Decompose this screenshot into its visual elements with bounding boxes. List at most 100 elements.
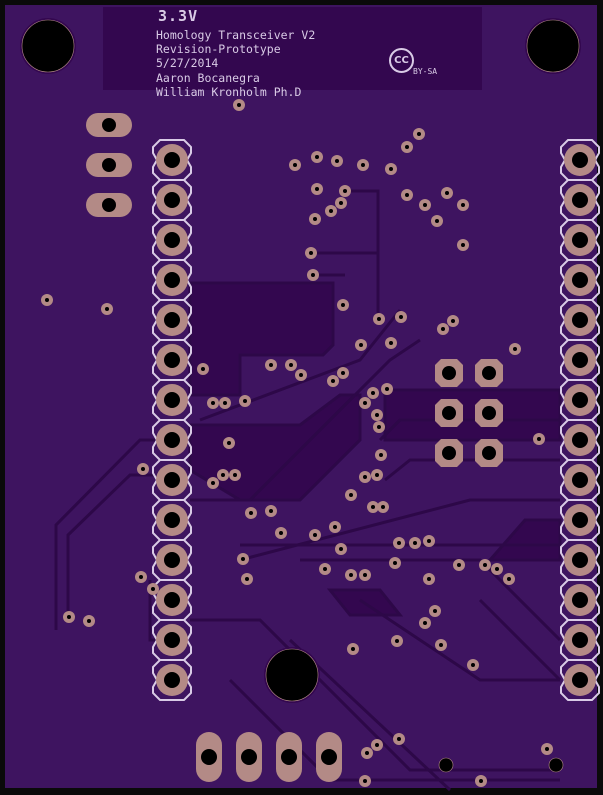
via: [371, 469, 383, 481]
via: [401, 189, 413, 201]
via: [377, 501, 389, 513]
via: [137, 463, 149, 475]
via: [359, 471, 371, 483]
via: [367, 387, 379, 399]
mounting-hole: [265, 648, 319, 702]
via: [367, 501, 379, 513]
via: [217, 469, 229, 481]
creative-commons-icon: CC: [389, 48, 414, 73]
via: [419, 617, 431, 629]
header-pin: [152, 339, 192, 381]
mounting-hole: [21, 19, 75, 73]
via: [393, 537, 405, 549]
header-pin: [560, 219, 600, 261]
drill-hole: [438, 757, 454, 773]
label-block-area: [103, 7, 482, 90]
via: [347, 643, 359, 655]
via: [395, 311, 407, 323]
via: [429, 605, 441, 617]
via: [475, 775, 487, 787]
via: [359, 397, 371, 409]
header-pin: [152, 499, 192, 541]
header-pin: [560, 299, 600, 341]
via: [359, 569, 371, 581]
via: [479, 559, 491, 571]
via: [237, 553, 249, 565]
vias: [41, 99, 553, 787]
header-pin: [560, 179, 600, 221]
via: [431, 215, 443, 227]
author-2: William Kronholm Ph.D: [156, 85, 302, 99]
via: [265, 359, 277, 371]
via: [437, 323, 449, 335]
via: [295, 369, 307, 381]
via: [327, 375, 339, 387]
via: [361, 747, 373, 759]
via: [265, 505, 277, 517]
oval-pad: [86, 153, 132, 177]
octagon-pad: [435, 399, 463, 427]
via: [423, 535, 435, 547]
via: [83, 615, 95, 627]
via: [305, 247, 317, 259]
via: [359, 775, 371, 787]
header-pin: [152, 139, 192, 181]
via: [385, 163, 397, 175]
via: [453, 559, 465, 571]
via: [307, 269, 319, 281]
via: [393, 733, 405, 745]
oval-pad: [86, 113, 132, 137]
header-pin: [560, 499, 600, 541]
date-label: 5/27/2014: [156, 56, 219, 70]
mounting-holes: [20, 18, 581, 773]
via: [373, 421, 385, 433]
via: [337, 367, 349, 379]
via: [337, 299, 349, 311]
via: [135, 571, 147, 583]
via: [329, 521, 341, 533]
via: [325, 205, 337, 217]
via: [101, 303, 113, 315]
vertical-oval-pads: [196, 732, 342, 782]
via: [309, 529, 321, 541]
via: [345, 489, 357, 501]
octagon-pad: [475, 439, 503, 467]
via: [371, 739, 383, 751]
header-pin: [560, 459, 600, 501]
via: [207, 397, 219, 409]
oval-pad: [196, 732, 222, 782]
via: [63, 611, 75, 623]
header-pin: [560, 659, 600, 701]
via: [509, 343, 521, 355]
octagon-pad: [435, 439, 463, 467]
via: [345, 569, 357, 581]
via: [339, 185, 351, 197]
via: [409, 537, 421, 549]
mounting-hole: [526, 19, 580, 73]
revision-label: Revision-Prototype: [156, 42, 281, 56]
via: [239, 395, 251, 407]
via: [245, 507, 257, 519]
via: [385, 337, 397, 349]
via: [373, 313, 385, 325]
octagon-pad: [475, 399, 503, 427]
oval-pad: [316, 732, 342, 782]
via: [219, 397, 231, 409]
via: [335, 543, 347, 555]
header-pin: [152, 659, 192, 701]
via: [331, 155, 343, 167]
via: [447, 315, 459, 327]
project-name: Homology Transceiver V2: [156, 28, 316, 42]
license-label: BY-SA: [413, 67, 438, 76]
via: [319, 563, 331, 575]
header-pin: [152, 259, 192, 301]
header-pin: [152, 379, 192, 421]
header-pin: [152, 219, 192, 261]
via: [229, 469, 241, 481]
octagon-pad: [435, 359, 463, 387]
via: [423, 573, 435, 585]
via: [311, 151, 323, 163]
via: [371, 409, 383, 421]
right-pin-header: [560, 139, 600, 701]
